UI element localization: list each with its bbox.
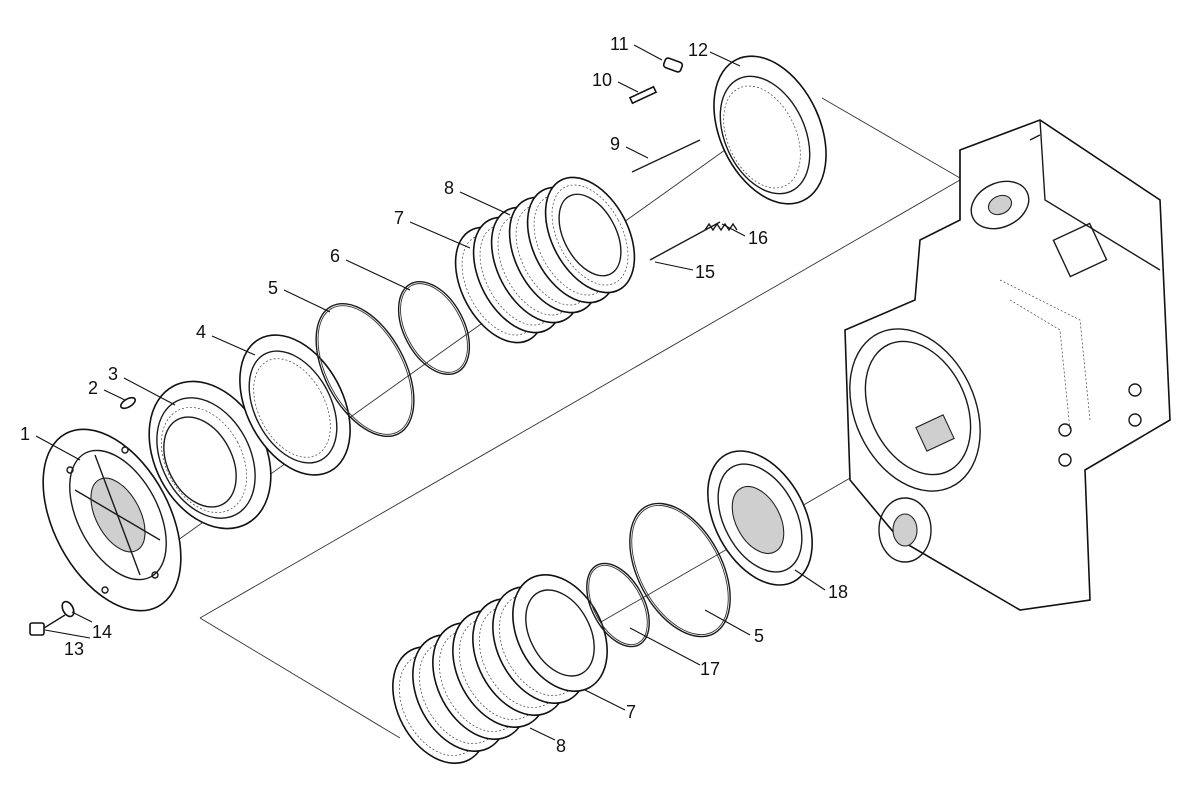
callout-7-lower: 7 xyxy=(626,702,636,722)
pin-part xyxy=(119,396,137,410)
o-ring-large-upper xyxy=(315,303,415,437)
callout-3: 3 xyxy=(108,364,118,384)
leader-lines xyxy=(35,44,826,741)
callout-1: 1 xyxy=(20,424,30,444)
callout-18: 18 xyxy=(828,582,848,602)
callout-16: 16 xyxy=(748,228,768,248)
o-ring-small-upper xyxy=(397,280,471,376)
end-cover-part xyxy=(42,428,182,612)
callout-10: 10 xyxy=(592,70,612,90)
callout-13: 13 xyxy=(64,639,84,659)
clutch-disc-pack-lower xyxy=(392,574,608,764)
transmission-housing-part xyxy=(844,119,1171,611)
dowel-part xyxy=(631,139,701,173)
clutch-housing-ring-part xyxy=(713,55,827,205)
callout-6: 6 xyxy=(330,246,340,266)
bolt-spring-part xyxy=(649,221,738,261)
callout-9: 9 xyxy=(610,134,620,154)
screw-washer-part xyxy=(29,600,75,636)
callout-2: 2 xyxy=(88,378,98,398)
clutch-disc-pack-upper xyxy=(454,176,636,344)
callout-7-upper: 7 xyxy=(394,208,404,228)
callout-11: 11 xyxy=(610,34,629,54)
plug-part xyxy=(662,57,684,73)
callout-12: 12 xyxy=(688,40,708,60)
callout-14: 14 xyxy=(92,622,112,642)
callout-labels: 1 2 3 4 5 6 7 8 9 10 11 12 13 14 15 16 1… xyxy=(20,34,848,756)
callout-15: 15 xyxy=(695,262,715,282)
callout-5-lower: 5 xyxy=(754,626,764,646)
piston-plate-part xyxy=(239,334,351,476)
callout-4: 4 xyxy=(196,322,206,342)
o-ring-large-lower xyxy=(629,502,731,638)
key-part xyxy=(628,85,658,105)
callout-8-upper: 8 xyxy=(444,178,454,198)
o-ring-small-lower xyxy=(586,562,650,648)
callout-8-lower: 8 xyxy=(556,736,566,756)
callout-5-upper: 5 xyxy=(268,278,278,298)
piston-lower-part xyxy=(707,450,813,586)
callout-17: 17 xyxy=(700,659,720,679)
